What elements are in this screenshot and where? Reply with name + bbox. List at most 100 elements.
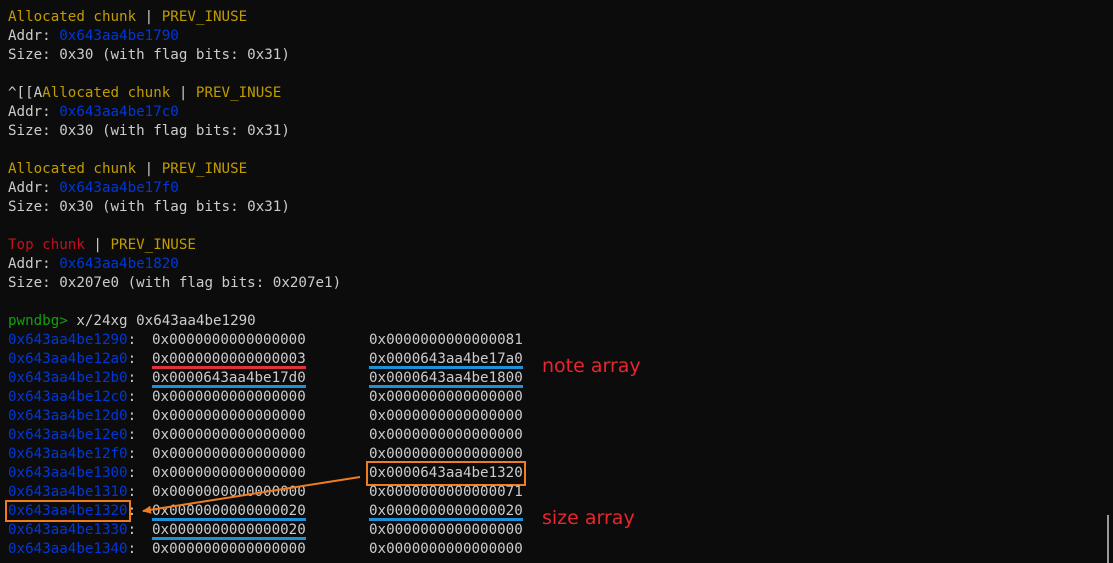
colon-separator: : bbox=[127, 484, 137, 500]
chunk-type: Allocated chunk bbox=[8, 9, 137, 25]
separator: | bbox=[170, 85, 196, 101]
chunk-addr-line: Addr: 0x643aa4be1790 bbox=[8, 27, 341, 46]
memory-address-value: 0x643aa4be12d0 bbox=[8, 408, 128, 424]
memory-address-value: 0x643aa4be12b0 bbox=[8, 370, 128, 386]
colon-separator: : bbox=[127, 465, 137, 481]
chunk-size-line: Size: 0x30 (with flag bits: 0x31) bbox=[8, 123, 290, 139]
memory-address: 0x643aa4be1300: bbox=[8, 464, 137, 483]
addr-label: Addr: bbox=[8, 104, 60, 120]
chunk-addr: 0x643aa4be1820 bbox=[59, 256, 179, 272]
addr-label: Addr: bbox=[8, 180, 60, 196]
memory-value-2: 0x0000000000000000 bbox=[369, 389, 523, 405]
memory-value-2: 0x0000643aa4be17a0 bbox=[369, 351, 523, 367]
memory-value-1: 0x0000000000000000 bbox=[152, 427, 306, 443]
separator: | bbox=[136, 161, 162, 177]
memory-value-2: 0x0000000000000000 bbox=[369, 427, 523, 443]
memory-address-value: 0x643aa4be12e0 bbox=[8, 427, 128, 443]
memory-value-2: 0x0000000000000020 bbox=[369, 503, 523, 519]
pwndbg-prompt: pwndbg> bbox=[8, 313, 68, 329]
memory-value-1: 0x0000000000000020 bbox=[152, 522, 306, 538]
memory-address-value: 0x643aa4be12a0 bbox=[8, 351, 128, 367]
scrollbar-thumb[interactable] bbox=[1107, 515, 1109, 563]
chunk-type: Allocated chunk bbox=[8, 161, 137, 177]
memory-value-2: 0x0000643aa4be1800 bbox=[369, 370, 523, 386]
memory-address: 0x643aa4be12a0: bbox=[8, 350, 136, 369]
blank-line bbox=[8, 141, 341, 160]
memory-address: 0x643aa4be1320: bbox=[5, 500, 137, 522]
colon-separator: : bbox=[127, 370, 137, 386]
chunk-flag: PREV_INUSE bbox=[110, 237, 196, 253]
chunk-addr-line: Addr: 0x643aa4be17f0 bbox=[8, 179, 341, 198]
memory-address-value: 0x643aa4be1310 bbox=[8, 484, 128, 500]
memory-value-1: 0x0000000000000000 bbox=[152, 408, 306, 424]
memory-address-value: 0x643aa4be1340 bbox=[8, 541, 128, 557]
addr-label: Addr: bbox=[8, 256, 60, 272]
memory-address: 0x643aa4be1310: bbox=[8, 483, 137, 502]
chunk-flag: PREV_INUSE bbox=[161, 9, 248, 25]
memory-address: 0x643aa4be12e0: bbox=[8, 426, 136, 445]
memory-address-value: 0x643aa4be12f0 bbox=[8, 446, 128, 462]
colon-separator: : bbox=[127, 446, 137, 462]
annotation-size-array: size array bbox=[542, 507, 635, 529]
memory-address-value: 0x643aa4be1320 bbox=[5, 500, 131, 522]
memory-address: 0x643aa4be12b0: bbox=[8, 369, 137, 388]
memory-address: 0x643aa4be1340: bbox=[8, 540, 137, 559]
memory-row: 0x643aa4be12a0: 0x0000000000000003 0x00006… bbox=[8, 350, 523, 369]
memory-address: 0x643aa4be1330: bbox=[8, 521, 137, 540]
memory-value-1: 0x0000000000000000 bbox=[152, 484, 306, 500]
chunk-header: Allocated chunk | PREV_INUSE bbox=[8, 8, 341, 27]
memory-value-1: 0x0000000000000000 bbox=[152, 332, 306, 348]
chunk-header: Top chunk | PREV_INUSE bbox=[8, 236, 341, 255]
memory-value-1: 0x0000000000000000 bbox=[152, 465, 306, 481]
colon-separator: : bbox=[127, 408, 137, 424]
chunk-header: ^[[AAllocated chunk | PREV_INUSE bbox=[8, 84, 341, 103]
memory-address: 0x643aa4be12f0: bbox=[8, 445, 137, 464]
blank-line bbox=[8, 217, 341, 236]
memory-value-2: 0x0000000000000000 bbox=[369, 408, 523, 424]
annotation-note-array: note array bbox=[542, 355, 641, 377]
memory-value-1: 0x0000000000000000 bbox=[152, 446, 306, 462]
memory-value-1: 0x0000000000000003 bbox=[152, 351, 306, 367]
colon-separator: : bbox=[127, 503, 137, 519]
memory-address-value: 0x643aa4be12c0 bbox=[8, 389, 128, 405]
blank-line bbox=[8, 293, 341, 312]
colon-separator: : bbox=[127, 389, 137, 405]
memory-value-2: 0x0000000000000071 bbox=[369, 484, 523, 500]
memory-value-1: 0x0000000000000000 bbox=[152, 541, 306, 557]
addr-label: Addr: bbox=[8, 28, 60, 44]
memory-address-value: 0x643aa4be1330 bbox=[8, 522, 128, 538]
memory-value-1: 0x0000000000000020 bbox=[152, 503, 306, 519]
memory-address: 0x643aa4be12c0: bbox=[8, 388, 137, 407]
memory-address-value: 0x643aa4be1300 bbox=[8, 465, 128, 481]
colon-separator: : bbox=[127, 522, 137, 538]
command-line: pwndbg> x/24xg 0x643aa4be1290 bbox=[8, 312, 341, 331]
chunk-type: Top chunk bbox=[8, 237, 85, 253]
chunk-size-line: Size: 0x30 (with flag bits: 0x31) bbox=[8, 47, 290, 63]
chunk-addr: 0x643aa4be1790 bbox=[59, 28, 179, 44]
memory-value-2: 0x0000000000000000 bbox=[369, 522, 523, 538]
separator: | bbox=[136, 9, 162, 25]
chunk-addr-line: Addr: 0x643aa4be1820 bbox=[8, 255, 341, 274]
memory-value-1: 0x0000000000000000 bbox=[152, 389, 306, 405]
escape-sequence: ^[[A bbox=[8, 85, 43, 101]
chunk-type: Allocated chunk bbox=[42, 85, 171, 101]
chunk-addr: 0x643aa4be17f0 bbox=[59, 180, 179, 196]
chunk-flag: PREV_INUSE bbox=[195, 85, 282, 101]
colon-separator: : bbox=[127, 541, 137, 557]
memory-value-2: 0x0000000000000081 bbox=[369, 332, 523, 348]
chunk-addr: 0x643aa4be17c0 bbox=[59, 104, 179, 120]
memory-row: 0x643aa4be12e0: 0x0000000000000000 0x00000… bbox=[8, 426, 523, 445]
chunk-header: Allocated chunk | PREV_INUSE bbox=[8, 160, 341, 179]
colon-separator: : bbox=[127, 332, 137, 348]
